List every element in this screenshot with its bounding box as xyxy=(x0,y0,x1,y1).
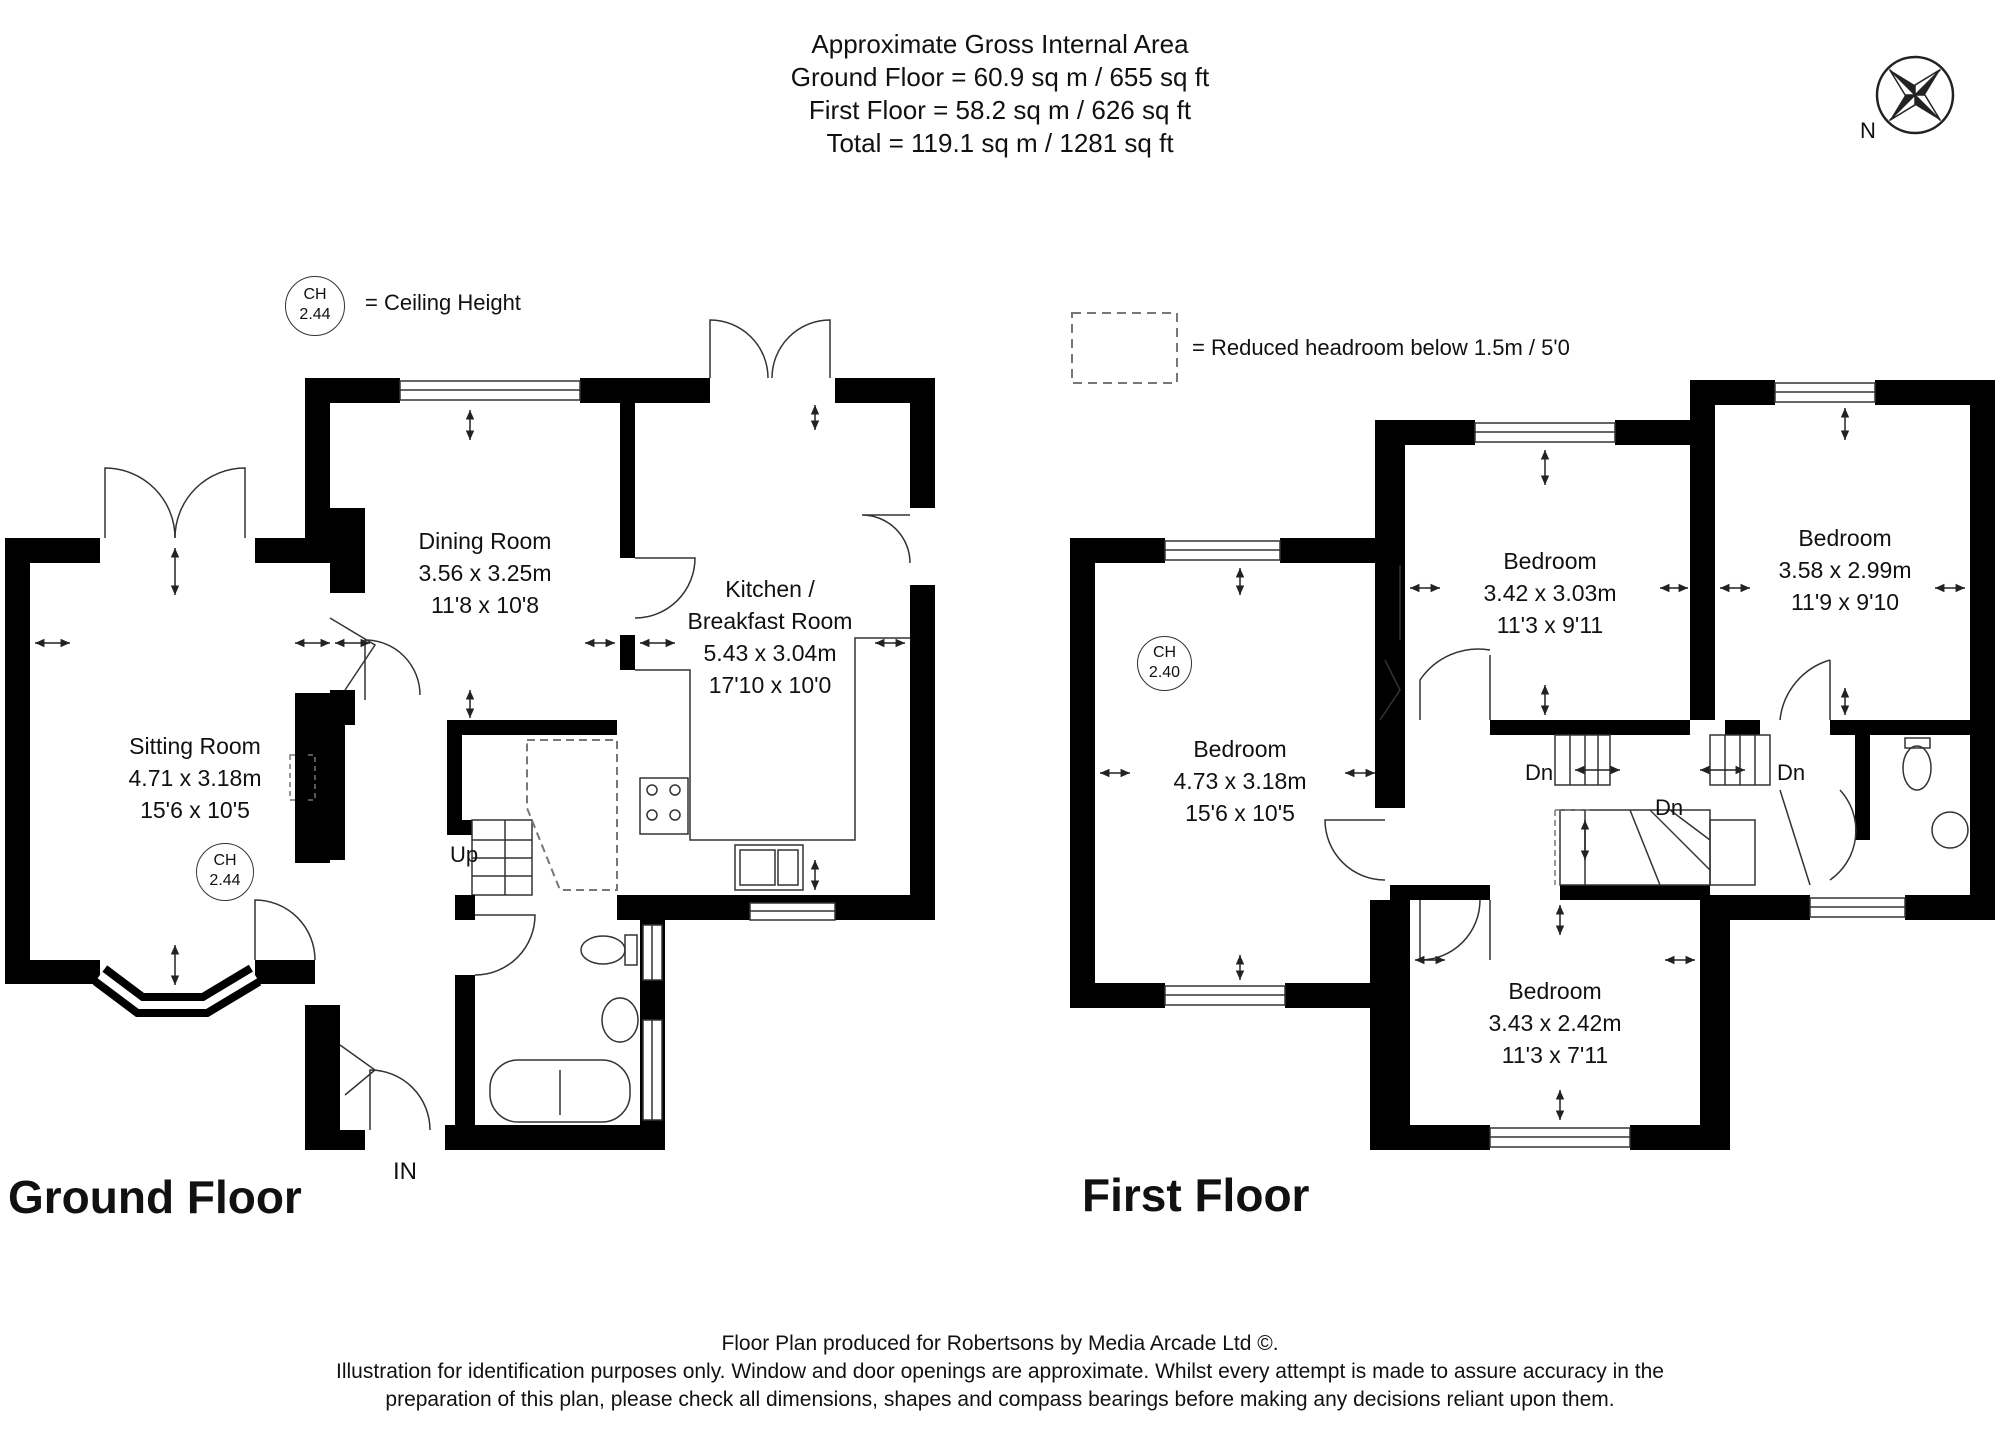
footer-disclaimer-line1: Illustration for identification purposes… xyxy=(336,1360,1664,1383)
compass-north-label: N xyxy=(1860,118,1876,143)
room-metric: 3.58 x 2.99m xyxy=(1778,557,1912,583)
room-name: Kitchen / xyxy=(725,576,815,602)
room-metric: 4.73 x 3.18m xyxy=(1173,768,1307,794)
room-name: Bedroom xyxy=(1503,548,1597,574)
room-name: Sitting Room xyxy=(129,733,261,759)
stairs-up-label: Up xyxy=(450,842,479,867)
footer-disclaimer: Floor Plan produced for Robertsons by Me… xyxy=(180,1330,1820,1414)
ch-badge-value: 2.40 xyxy=(1148,664,1181,681)
room-imperial: 15'6 x 10'5 xyxy=(1185,800,1295,826)
room-label-bedroom-bottom: Bedroom 3.43 x 2.42m 11'3 x 7'11 xyxy=(1445,975,1665,1071)
compass-icon xyxy=(1875,55,1955,135)
stairs-down-label: Dn xyxy=(1525,760,1554,785)
ceiling-height-legend-text: = Ceiling Height xyxy=(365,290,521,315)
room-name: Bedroom xyxy=(1193,736,1287,762)
total-area: Total = 119.1 sq m / 1281 sq ft xyxy=(826,128,1174,158)
room-imperial: 11'3 x 7'11 xyxy=(1501,1042,1609,1068)
room-label-kitchen: Kitchen / Breakfast Room 5.43 x 3.04m 17… xyxy=(665,573,875,701)
room-name-line2: Breakfast Room xyxy=(687,608,853,634)
first-floor-area: First Floor = 58.2 sq m / 626 sq ft xyxy=(808,95,1192,125)
room-metric: 4.71 x 3.18m xyxy=(128,765,262,791)
stairs-down-label: Dn xyxy=(1655,795,1684,820)
room-name: Dining Room xyxy=(418,528,552,554)
footer-credit: Floor Plan produced for Robertsons by Me… xyxy=(721,1332,1279,1355)
ceiling-height-legend-badge: CH 2.44 xyxy=(285,276,345,336)
bedroom-ceiling-height-badge: CH 2.40 xyxy=(1137,636,1192,691)
reduced-headroom-swatch xyxy=(1071,312,1178,384)
ground-floor-title: Ground Floor xyxy=(8,1171,302,1223)
room-name: Bedroom xyxy=(1798,525,1892,551)
area-summary: Approximate Gross Internal Area Ground F… xyxy=(500,28,1500,160)
room-metric: 5.43 x 3.04m xyxy=(703,640,837,666)
area-title: Approximate Gross Internal Area xyxy=(811,29,1189,59)
room-imperial: 17'10 x 10'0 xyxy=(708,672,832,698)
room-imperial: 15'6 x 10'5 xyxy=(140,797,250,823)
footer-disclaimer-line2: preparation of this plan, please check a… xyxy=(385,1388,1615,1411)
ch-badge-value: 2.44 xyxy=(209,872,241,889)
room-metric: 3.42 x 3.03m xyxy=(1483,580,1617,606)
ch-badge-value: 2.44 xyxy=(299,306,331,323)
ch-badge-label: CH xyxy=(213,852,237,869)
first-floor-plan xyxy=(1070,380,1995,1150)
room-label-sitting-room: Sitting Room 4.71 x 3.18m 15'6 x 10'5 xyxy=(85,730,305,826)
entrance-label: IN xyxy=(393,1158,417,1185)
ground-floor-area: Ground Floor = 60.9 sq m / 655 sq ft xyxy=(790,62,1210,92)
room-metric: 3.43 x 2.42m xyxy=(1488,1010,1622,1036)
room-label-bedroom-left: Bedroom 4.73 x 3.18m 15'6 x 10'5 xyxy=(1130,733,1350,829)
stairs-down-label: Dn xyxy=(1777,760,1806,785)
reduced-headroom-legend-text: = Reduced headroom below 1.5m / 5'0 xyxy=(1192,335,1570,360)
room-label-bedroom-middle: Bedroom 3.42 x 3.03m 11'3 x 9'11 xyxy=(1440,545,1660,641)
room-imperial: 11'9 x 9'10 xyxy=(1790,589,1900,615)
room-imperial: 11'3 x 9'11 xyxy=(1496,612,1604,638)
sitting-room-ceiling-height-badge: CH 2.44 xyxy=(196,843,254,901)
room-label-bedroom-right: Bedroom 3.58 x 2.99m 11'9 x 9'10 xyxy=(1735,522,1955,618)
first-floor-title: First Floor xyxy=(1082,1169,1310,1221)
ch-badge-label: CH xyxy=(303,286,327,303)
room-imperial: 11'8 x 10'8 xyxy=(430,592,540,618)
room-metric: 3.56 x 3.25m xyxy=(418,560,552,586)
room-label-dining-room: Dining Room 3.56 x 3.25m 11'8 x 10'8 xyxy=(380,525,590,621)
ground-floor-plan xyxy=(5,319,935,1150)
ch-badge-label: CH xyxy=(1152,644,1177,661)
room-name: Bedroom xyxy=(1508,978,1602,1004)
